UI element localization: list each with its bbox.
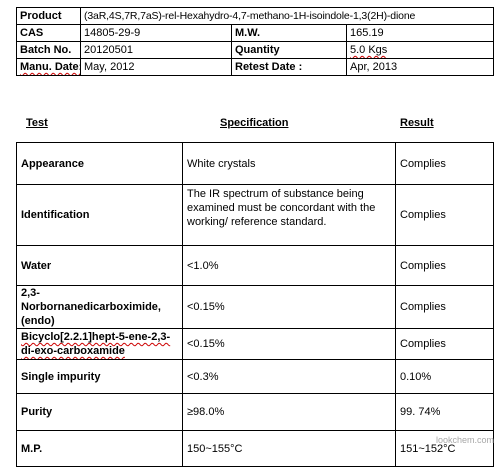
test-heading: Test (26, 117, 48, 129)
spec-value: ≥98.0% (182, 393, 396, 431)
result-value: 0.10% (395, 359, 494, 394)
test-name: M.P. (16, 430, 183, 467)
result-value: Complies (395, 142, 494, 185)
watermark: lookchem.com (435, 435, 494, 445)
batch-row: Batch No. 20120501 Quantity 5.0 Kgs (16, 41, 495, 59)
retest-date-label: Retest Date : (231, 58, 347, 76)
spec-row: Purity ≥98.0% 99. 74% (16, 393, 494, 431)
manu-date-label: Manu. Date: (16, 58, 81, 76)
test-name-text: Bicyclo[2.2.1]hept-5-ene-2,3-di-exo-carb… (21, 331, 171, 357)
cas-label: CAS (16, 24, 81, 42)
mw-value: 165.19 (345, 24, 495, 42)
spec-row: Bicyclo[2.2.1]hept-5-ene-2,3-di-exo-carb… (16, 328, 494, 360)
specification-table: Appearance White crystals Complies Ident… (16, 142, 494, 467)
column-headings: Test Specification Result (16, 117, 493, 131)
spec-value: <0.15% (182, 328, 396, 360)
quantity-value: 5.0 Kgs (345, 41, 495, 59)
spec-row: Identification The IR spectrum of substa… (16, 184, 494, 246)
spec-row: Water <1.0% Complies (16, 245, 494, 286)
test-name: Single impurity (16, 359, 183, 394)
result-value: Complies (395, 285, 494, 329)
test-name: Identification (16, 184, 183, 246)
spec-row: 2,3-Norbornanedicarboximide, (endo) <0.1… (16, 285, 494, 329)
result-value: Complies (395, 328, 494, 360)
result-value: 99. 74% (395, 393, 494, 431)
product-row: Product (3aR,4S,7R,7aS)-rel-Hexahydro-4,… (16, 7, 495, 25)
spec-value: <0.3% (182, 359, 396, 394)
spec-row: M.P. 150~155°C 151~152°C (16, 430, 494, 467)
quantity-label: Quantity (231, 41, 347, 59)
test-name: Appearance (16, 142, 183, 185)
spec-value: White crystals (182, 142, 396, 185)
batch-label: Batch No. (16, 41, 81, 59)
spec-row: Appearance White crystals Complies (16, 142, 494, 185)
specification-heading: Specification (220, 117, 289, 129)
spec-value: <1.0% (182, 245, 396, 286)
result-heading: Result (400, 117, 434, 129)
spec-value: 150~155°C (182, 430, 396, 467)
test-name: Water (16, 245, 183, 286)
result-value: Complies (395, 184, 494, 246)
cas-row: CAS 14805-29-9 M.W. 165.19 (16, 24, 495, 42)
cas-value: 14805-29-9 (80, 24, 232, 42)
retest-date-value: Apr, 2013 (345, 58, 495, 76)
batch-value: 20120501 (80, 41, 232, 59)
spec-value: <0.15% (182, 285, 396, 329)
spec-row: Single impurity <0.3% 0.10% (16, 359, 494, 394)
test-name: 2,3-Norbornanedicarboximide, (endo) (16, 285, 183, 329)
product-info-table: Product (3aR,4S,7R,7aS)-rel-Hexahydro-4,… (16, 7, 495, 76)
manu-date-value: May, 2012 (80, 58, 232, 76)
manu-date-label-text: Manu. Date: (20, 61, 81, 73)
spec-value: The IR spectrum of substance being exami… (182, 184, 396, 246)
product-label: Product (16, 7, 81, 25)
test-name: Purity (16, 393, 183, 431)
test-name: Bicyclo[2.2.1]hept-5-ene-2,3-di-exo-carb… (16, 328, 183, 360)
mw-label: M.W. (231, 24, 347, 42)
result-value: Complies (395, 245, 494, 286)
quantity-value-text: 5.0 Kgs (350, 44, 388, 56)
product-value: (3aR,4S,7R,7aS)-rel-Hexahydro-4,7-methan… (79, 7, 495, 25)
date-row: Manu. Date: May, 2012 Retest Date : Apr,… (16, 58, 495, 76)
